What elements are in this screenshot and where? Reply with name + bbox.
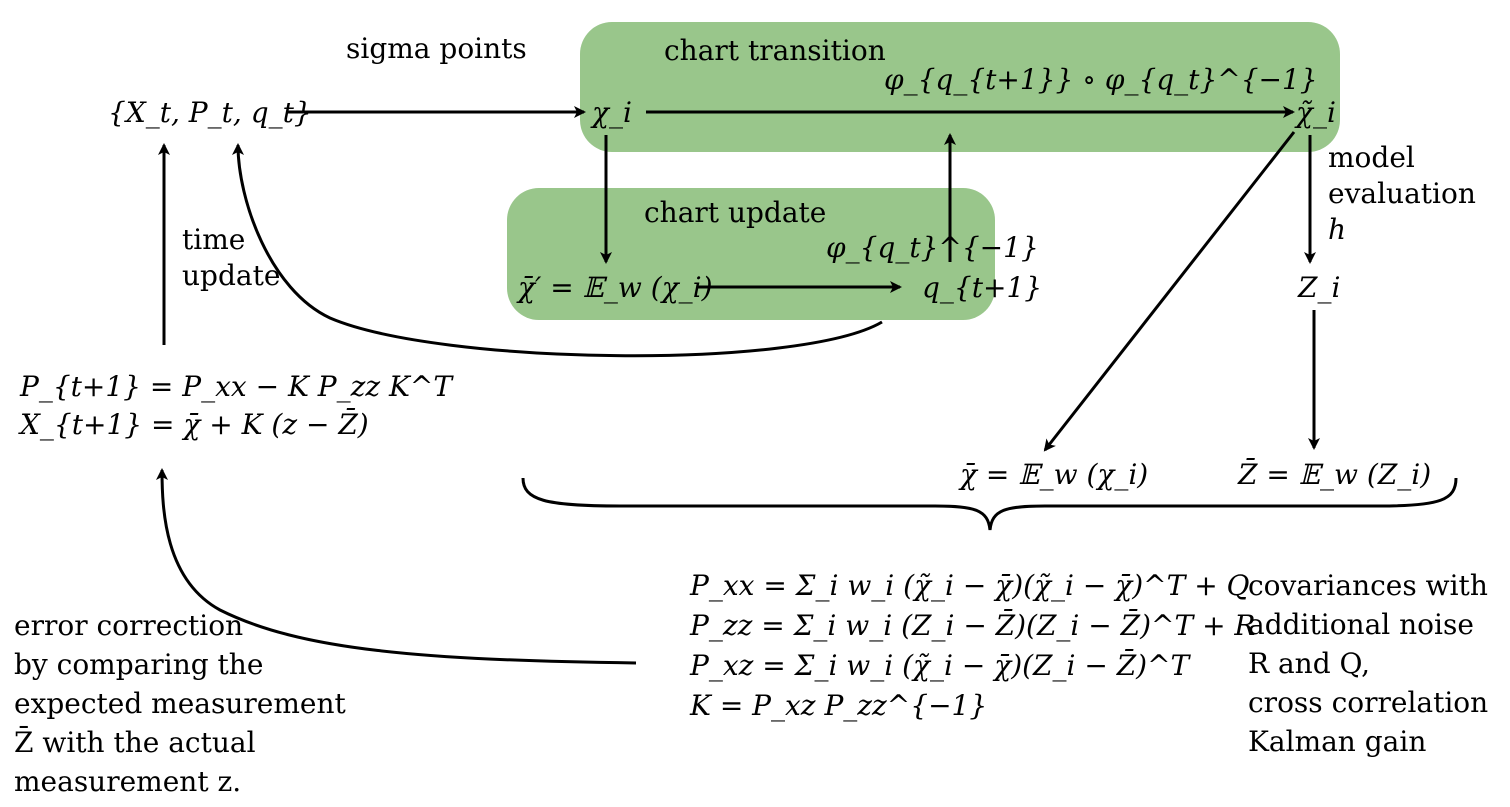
covariance-note-line-1: covariances with xyxy=(1248,569,1488,602)
covariance-equation-pxz: P_xz = Σ_i w_i (χ̃_i − χ̄)(Z_i − Z̄)^T xyxy=(690,649,1190,682)
error-note-line-4: Z̄ with the actual xyxy=(14,726,256,759)
arrow-chi-tilde-to-chi-bar xyxy=(1043,131,1296,452)
phi-inverse-label: φ_{q_t}^{−1} xyxy=(826,231,1039,264)
covariance-note-line-4: cross correlation xyxy=(1248,686,1489,719)
summary-brace xyxy=(521,477,1458,531)
z-i-node: Z_i xyxy=(1298,271,1341,304)
error-note-line-5: measurement z. xyxy=(14,765,242,798)
phi-composite-label: φ_{q_{t+1}} ∘ φ_{q_t}^{−1} xyxy=(884,63,1318,96)
covariance-note-line-2: additional noise xyxy=(1248,608,1474,641)
model-evaluation-line-1: model xyxy=(1328,141,1415,174)
update-equation-p: P_{t+1} = P_xx − K P_zz K^T xyxy=(20,370,453,403)
arrow-q-back-to-state xyxy=(232,143,883,358)
covariance-note-line-5: Kalman gain xyxy=(1248,725,1427,758)
chart-transition-box xyxy=(580,22,1340,152)
covariance-equation-pzz: P_zz = Σ_i w_i (Z_i − Z̄)(Z_i − Z̄)^T + … xyxy=(690,609,1256,642)
covariance-equations: P_xx = Σ_i w_i (χ̃_i − χ̄)(χ̃_i − χ̄)^T … xyxy=(690,566,1256,726)
model-evaluation-line-2: evaluation xyxy=(1328,177,1476,210)
time-update-line-1: time xyxy=(182,223,246,256)
kalman-gain-equation: K = P_xz P_zz^{−1} xyxy=(690,689,988,722)
chart-transition-title: chart transition xyxy=(664,34,886,67)
sigma-chi-node: χ_i xyxy=(592,96,632,129)
state-node: {X_t, P_t, q_t} xyxy=(108,96,312,129)
update-equation-x: X_{t+1} = χ̄ + K (z − Z̄) xyxy=(20,408,369,441)
chart-update-box xyxy=(507,188,995,320)
error-note-line-1: error correction xyxy=(14,609,244,642)
time-update-label: time update xyxy=(182,222,280,294)
arrow-error-correction xyxy=(156,468,637,665)
chart-update-title: chart update xyxy=(644,196,827,229)
error-correction-note: error correction by comparing the expect… xyxy=(14,606,346,801)
z-bar-node: Z̄ = 𝔼_w (Z_i) xyxy=(1238,458,1432,491)
sigma-points-label: sigma points xyxy=(346,32,527,65)
covariance-note-line-3: R and Q, xyxy=(1248,647,1370,680)
error-note-line-2: by comparing the xyxy=(14,648,264,681)
chi-bar-node: χ̄ = 𝔼_w (χ_i) xyxy=(960,458,1149,491)
chi-tilde-node: χ̃_i xyxy=(1296,96,1336,129)
covariance-equation-pxx: P_xx = Σ_i w_i (χ̃_i − χ̄)(χ̃_i − χ̄)^T … xyxy=(690,569,1250,602)
covariance-note: covariances with additional noise R and … xyxy=(1248,566,1488,761)
chi-bar-prime-node: χ̄′ = 𝔼_w (χ_i) xyxy=(518,271,713,304)
error-note-line-3: expected measurement xyxy=(14,687,346,720)
update-equations: P_{t+1} = P_xx − K P_zz K^T X_{t+1} = χ̄… xyxy=(20,368,452,444)
model-evaluation-label: model evaluation h xyxy=(1328,140,1476,248)
model-evaluation-line-3: h xyxy=(1328,213,1347,246)
time-update-line-2: update xyxy=(182,259,281,292)
q-next-node: q_{t+1} xyxy=(922,271,1043,304)
